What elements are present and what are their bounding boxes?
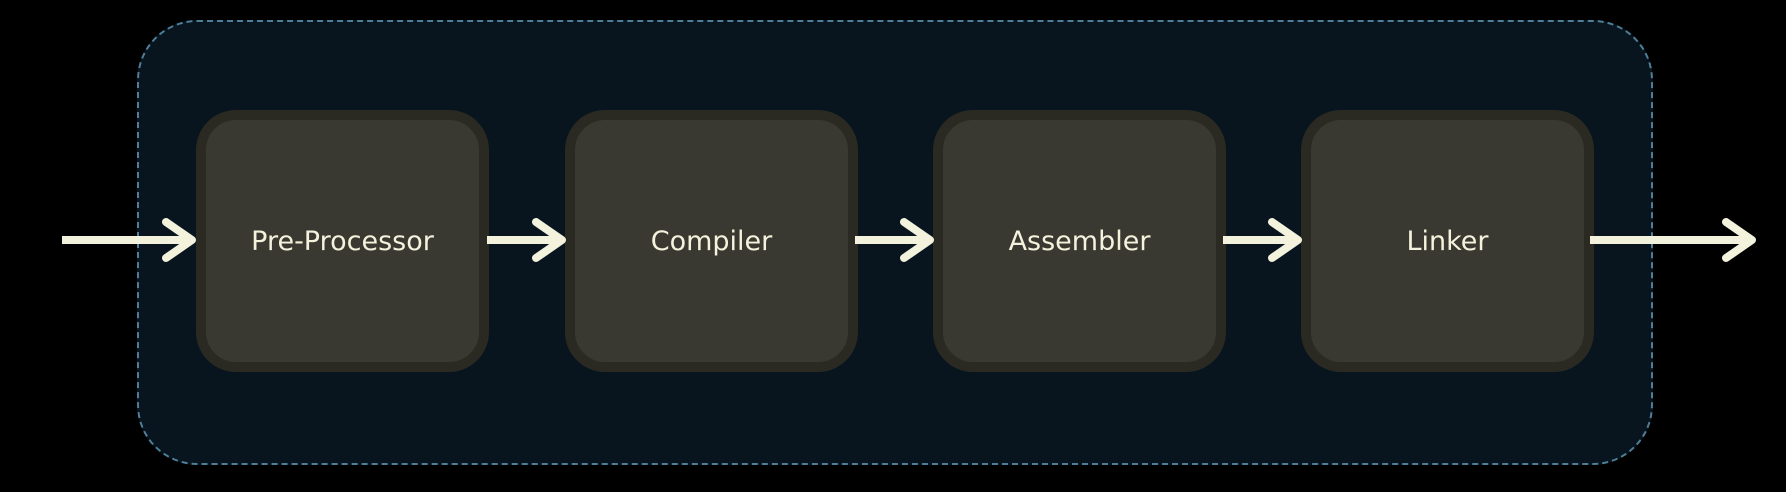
- stage-label: Linker: [1406, 225, 1489, 257]
- arrow-icon: [855, 218, 934, 262]
- stage-assembler: Assembler: [933, 110, 1226, 372]
- stage-linker: Linker: [1301, 110, 1594, 372]
- arrow-icon: [487, 218, 566, 262]
- input-arrow-icon: [62, 218, 196, 262]
- stage-label: Compiler: [650, 225, 773, 257]
- stage-label: Pre-Processor: [251, 225, 434, 257]
- arrow-icon: [1223, 218, 1302, 262]
- stage-compiler: Compiler: [565, 110, 858, 372]
- stage-pre-processor: Pre-Processor: [196, 110, 489, 372]
- stage-label: Assembler: [1008, 225, 1151, 257]
- output-arrow-icon: [1590, 218, 1756, 262]
